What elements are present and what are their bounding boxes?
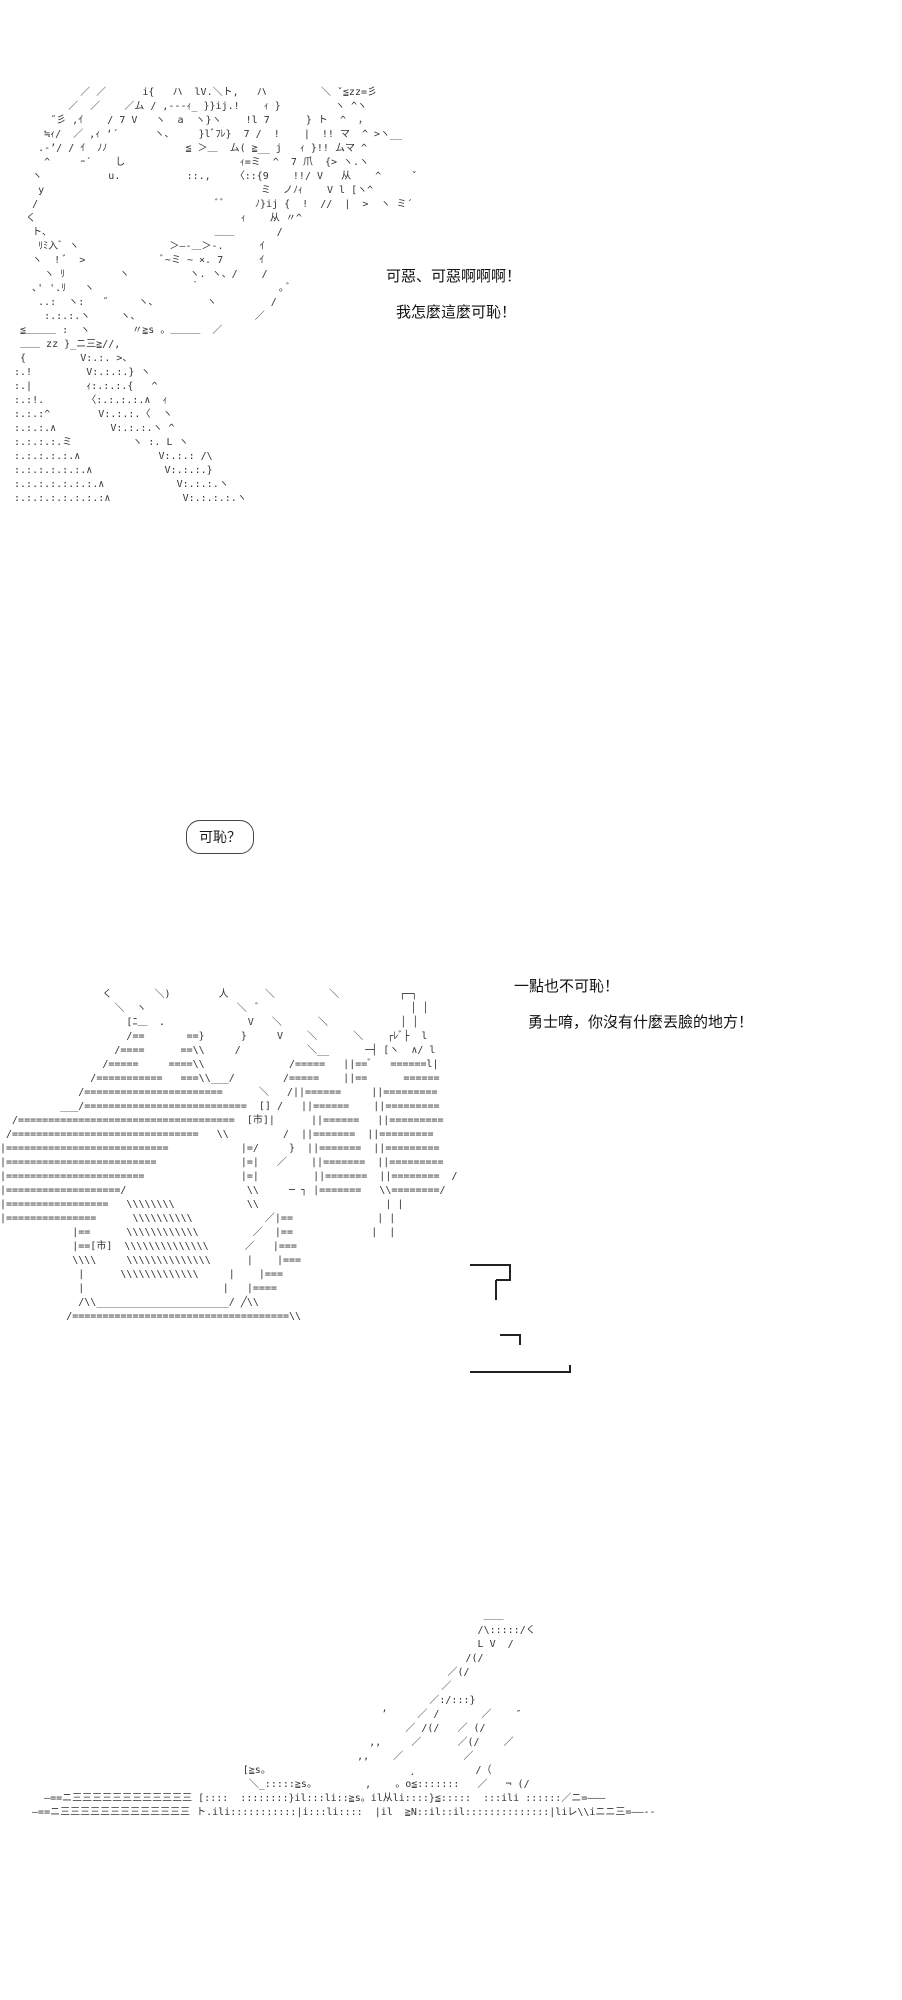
speech-bubble: 可恥？ (186, 820, 254, 854)
ascii-art-character-1: ／ ／ i{ ハ lV.＼ト, ハ ＼ ˇ≦zz=彡 ／ ／ ／ム / ,---… (14, 87, 418, 504)
speed-lines-graphic (470, 1264, 571, 1373)
dialogue-line: 一點也不可恥！ (514, 977, 620, 995)
panel-3: く ＼) 人 ＼ ＼ ┌─┐ ＼ ヽ ＼ ﾞ │ │ [ﾆ＿ ． V ＼ ＼ │… (0, 977, 902, 1420)
panel-2: 可恥？ (0, 790, 902, 890)
panel-1: ／ ／ i{ ハ lV.＼ト, ハ ＼ ˇ≦zz=彡 ／ ／ ／ム / ,---… (0, 0, 902, 640)
dialogue-line: 我怎麼這麼可恥！ (396, 303, 517, 321)
panel-4: ＿＿ /\:::::/く L V / (0, 1610, 902, 1860)
bracket-mark (470, 1365, 571, 1373)
bracket-mark (500, 1334, 521, 1345)
dialogue-line: 勇士唷，你沒有什麼丟臉的地方！ (528, 1013, 754, 1031)
ascii-art-character-3: ＿＿ /\:::::/く L V / (32, 1611, 656, 1818)
dialogue-line: 可惡、可惡啊啊啊！ (386, 267, 522, 285)
bracket-mark (470, 1264, 511, 1281)
ascii-art-character-2: く ＼) 人 ＼ ＼ ┌─┐ ＼ ヽ ＼ ﾞ │ │ [ﾆ＿ ． V ＼ ＼ │… (0, 989, 458, 1322)
